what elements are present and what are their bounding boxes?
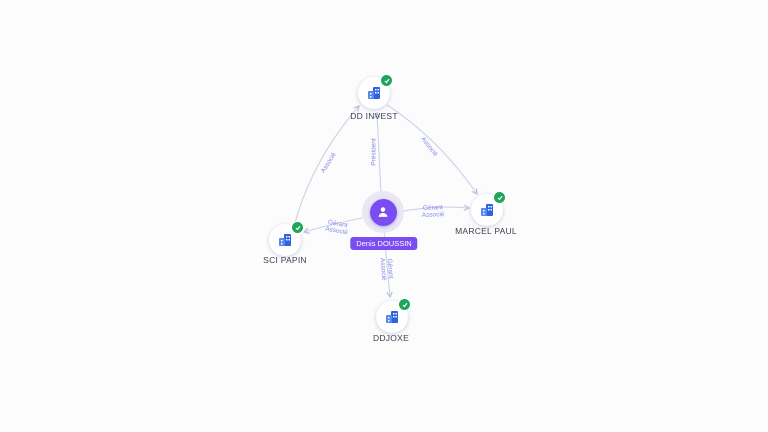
person-icon xyxy=(378,207,388,217)
edge-scipapin-ddinvest xyxy=(293,105,360,227)
verified-check-icon xyxy=(493,191,506,204)
node-label: SCI PAPIN xyxy=(263,255,307,265)
edge-denis-ddinvest xyxy=(373,111,382,195)
building-icon xyxy=(368,87,380,99)
building-icon xyxy=(481,204,493,216)
node-label: DD INVEST xyxy=(350,111,398,121)
person-name-badge[interactable]: Denis DOUSSIN xyxy=(350,237,418,250)
edge-denis-marcel xyxy=(398,204,471,213)
verified-check-icon xyxy=(380,74,393,87)
building-icon xyxy=(279,234,291,246)
verified-check-icon xyxy=(291,221,304,234)
edge-denis-scipapin xyxy=(302,216,368,234)
building-icon xyxy=(386,311,398,323)
person-halo xyxy=(362,191,404,233)
node-label: DDJOXE xyxy=(373,333,409,343)
edge-ddinvest-marcel xyxy=(386,104,478,196)
node-label: MARCEL PAUL xyxy=(455,226,517,236)
verified-check-icon xyxy=(398,298,411,311)
